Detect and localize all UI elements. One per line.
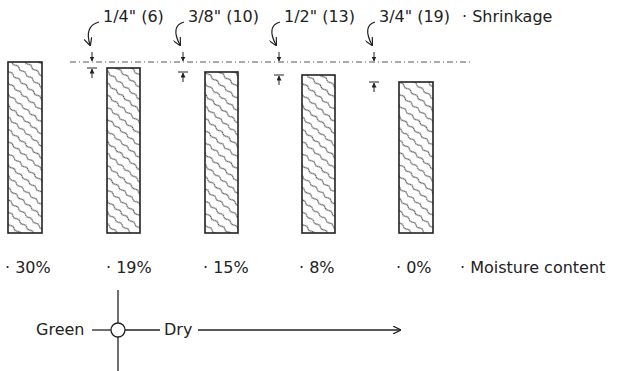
shrinkage-value: 1/4" (6) [101, 8, 166, 26]
green-dry-axis [92, 290, 400, 371]
moisture-value: · 8% [297, 259, 337, 277]
dimension-marks [87, 52, 379, 92]
moisture-value: · 0% [394, 259, 434, 277]
axis-title: · Moisture content [458, 259, 607, 277]
shrinkage-value: 1/2" (13) [282, 8, 357, 26]
moisture-value: · 19% [104, 259, 154, 277]
axis-end-label: Green [34, 321, 86, 339]
shrinkage-value: 3/4" (19) [377, 8, 452, 26]
moisture-value: · 15% [201, 259, 251, 277]
lumber-pieces [8, 62, 433, 233]
moisture-value: · 30% [3, 259, 53, 277]
shrinkage-value: 3/8" (10) [186, 8, 261, 26]
reference-line [70, 62, 470, 63]
axis-title: · Shrinkage [460, 8, 554, 26]
axis-end-label: Dry [162, 321, 194, 339]
